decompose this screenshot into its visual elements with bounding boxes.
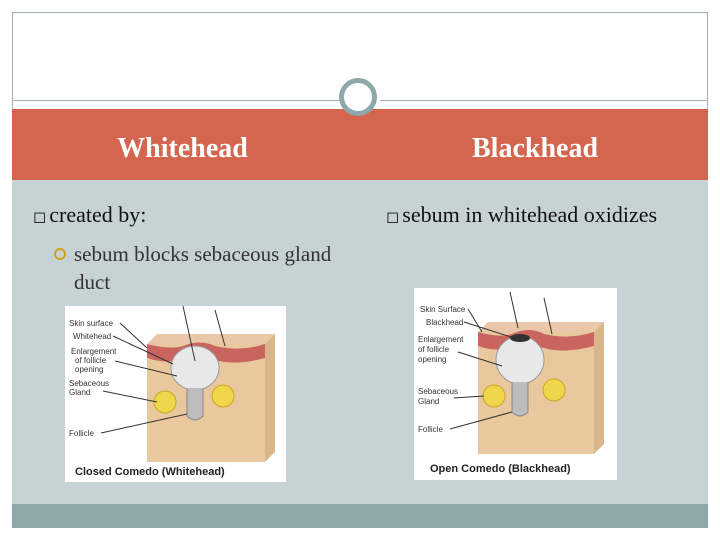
bullet-marker-icon: ◻ bbox=[33, 207, 47, 226]
gland-icon bbox=[482, 384, 506, 408]
label-of-follicle: of follicle bbox=[75, 356, 107, 365]
whitehead-diagram: Skin surface Whitehead Enlargement of fo… bbox=[65, 305, 286, 482]
label-skin-surface: Skin surface bbox=[69, 319, 114, 328]
whitehead-diagram-svg: Skin surface Whitehead Enlargement of fo… bbox=[69, 305, 275, 478]
label-opening: opening bbox=[418, 355, 446, 364]
blackhead-diagram: Skin Surface Blackhead Enlargement of fo… bbox=[414, 288, 617, 480]
bullet-created-by: ◻created by: bbox=[33, 199, 333, 233]
label-follicle: Follicle bbox=[69, 429, 94, 438]
label-whitehead: Whitehead bbox=[73, 332, 111, 341]
bullet-oxidizes: ◻sebum in whitehead oxidizes bbox=[386, 199, 686, 233]
diagram-caption: Closed Comedo (Whitehead) bbox=[75, 466, 225, 478]
bullet-marker-icon: ◻ bbox=[386, 207, 400, 226]
label-blackhead: Blackhead bbox=[426, 318, 463, 327]
sub-bullet-sebum: sebum blocks sebaceous gland duct bbox=[54, 240, 334, 296]
label-follicle: Follicle bbox=[418, 425, 443, 434]
label-opening: opening bbox=[75, 365, 103, 374]
diagram-caption: Open Comedo (Blackhead) bbox=[430, 463, 571, 475]
label-gland: Gland bbox=[418, 397, 439, 406]
label-of-follicle: of follicle bbox=[418, 345, 450, 354]
sub-bullet-text: sebum blocks sebaceous gland duct bbox=[74, 242, 332, 294]
label-gland: Gland bbox=[69, 388, 90, 397]
column-title-blackhead: Blackhead bbox=[471, 133, 599, 164]
column-title-whitehead: Whitehead bbox=[117, 133, 248, 164]
whitehead-bulb-icon bbox=[170, 345, 220, 391]
circle-ornament bbox=[339, 78, 377, 116]
gland-icon bbox=[153, 390, 177, 414]
divider-right bbox=[380, 100, 708, 101]
bullet-text: sebum in whitehead oxidizes bbox=[402, 202, 658, 227]
label-skin-surface: Skin Surface bbox=[420, 305, 466, 314]
label-sebaceous: Sebaceous bbox=[418, 387, 458, 396]
ring-bullet-icon bbox=[54, 248, 66, 260]
label-enlargement: Enlargement bbox=[71, 347, 117, 356]
blackhead-diagram-svg: Skin Surface Blackhead Enlargement of fo… bbox=[418, 291, 604, 475]
bullet-text: created by: bbox=[49, 202, 147, 227]
gland-icon bbox=[211, 384, 235, 408]
header-bar bbox=[12, 109, 708, 180]
blackhead-plug-icon bbox=[510, 334, 530, 342]
blackhead-bulb-icon bbox=[495, 335, 545, 385]
label-enlargement: Enlargement bbox=[418, 335, 464, 344]
divider-left bbox=[12, 100, 342, 101]
footer-bar bbox=[12, 504, 708, 528]
label-sebaceous: Sebaceous bbox=[69, 379, 109, 388]
gland-icon bbox=[542, 378, 566, 402]
